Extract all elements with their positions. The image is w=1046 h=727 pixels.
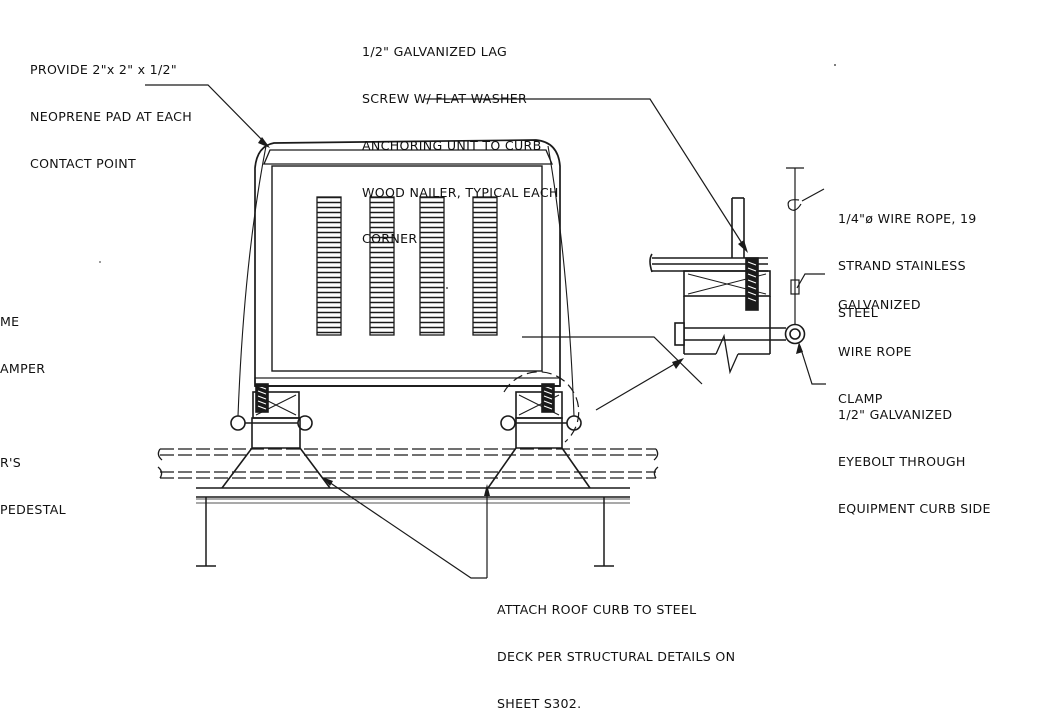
note-line: AMPER xyxy=(0,360,46,376)
note-line: CONTACT POINT xyxy=(30,155,136,171)
roof-deck xyxy=(157,448,659,479)
note-rope-clamp: GALVANIZED WIRE ROPE CLAMP xyxy=(838,266,921,422)
left-curb-pedestal xyxy=(221,383,331,489)
detail-callout-circle xyxy=(503,371,580,443)
note-line: NEOPRENE PAD AT EACH xyxy=(30,108,193,124)
enlarged-curb-detail xyxy=(649,167,806,375)
note-cut-left-top: ME AMPER xyxy=(0,283,45,392)
steel-beam xyxy=(196,487,630,567)
note-line: ANCHORING UNIT TO CURB xyxy=(362,137,542,153)
note-line: ATTACH ROOF CURB TO STEEL xyxy=(497,602,697,618)
note-line: SHEET S302. xyxy=(497,695,582,711)
note-lag-screw: 1/2" GALVANIZED LAG SCREW W/ FLAT WASHER… xyxy=(362,13,559,263)
note-line: 1/2" GALVANIZED LAG xyxy=(362,44,508,60)
note-wire-rope: 1/4"ø WIRE ROPE, 19 STRAND STAINLESS STE… xyxy=(838,180,977,336)
note-cut-left-bottom: R'S PEDESTAL xyxy=(0,424,66,533)
note-line: CLAMP xyxy=(838,390,883,406)
leader-lines xyxy=(145,84,826,579)
scan-specks xyxy=(99,64,836,289)
note-line: PEDESTAL xyxy=(0,501,66,517)
note-eyebolt: 1/2" GALVANIZED EYEBOLT THROUGH EQUIPMEN… xyxy=(838,376,991,532)
note-line: WIRE ROPE xyxy=(838,343,912,359)
note-roof-curb: ATTACH ROOF CURB TO STEEL DECK PER STRUC… xyxy=(497,571,735,727)
note-line: ME xyxy=(0,314,20,330)
note-line: R'S xyxy=(0,455,22,471)
note-line: 1/2" GALVANIZED xyxy=(838,407,953,423)
note-line: WOOD NAILER, TYPICAL EACH xyxy=(362,184,559,200)
tie-down-wire-ropes xyxy=(237,145,575,417)
note-line: 1/4"ø WIRE ROPE, 19 xyxy=(838,211,977,227)
note-line: STEEL xyxy=(838,304,879,320)
note-line: EYEBOLT THROUGH xyxy=(838,453,966,469)
note-line: EQUIPMENT CURB SIDE xyxy=(838,500,991,516)
louver-panels xyxy=(316,196,498,336)
note-line: CORNER xyxy=(362,231,418,247)
note-neoprene-pad: PROVIDE 2"x 2" x 1/2" NEOPRENE PAD AT EA… xyxy=(30,31,192,187)
note-line: PROVIDE 2"x 2" x 1/2" xyxy=(30,62,177,78)
note-line: GALVANIZED xyxy=(838,297,921,313)
note-line: STRAND STAINLESS xyxy=(838,257,966,273)
note-line: SCREW W/ FLAT WASHER xyxy=(362,90,528,106)
rooftop-unit xyxy=(254,139,561,387)
equipment-tie-down-detail xyxy=(99,64,836,579)
note-line: DECK PER STRUCTURAL DETAILS ON xyxy=(497,648,736,664)
